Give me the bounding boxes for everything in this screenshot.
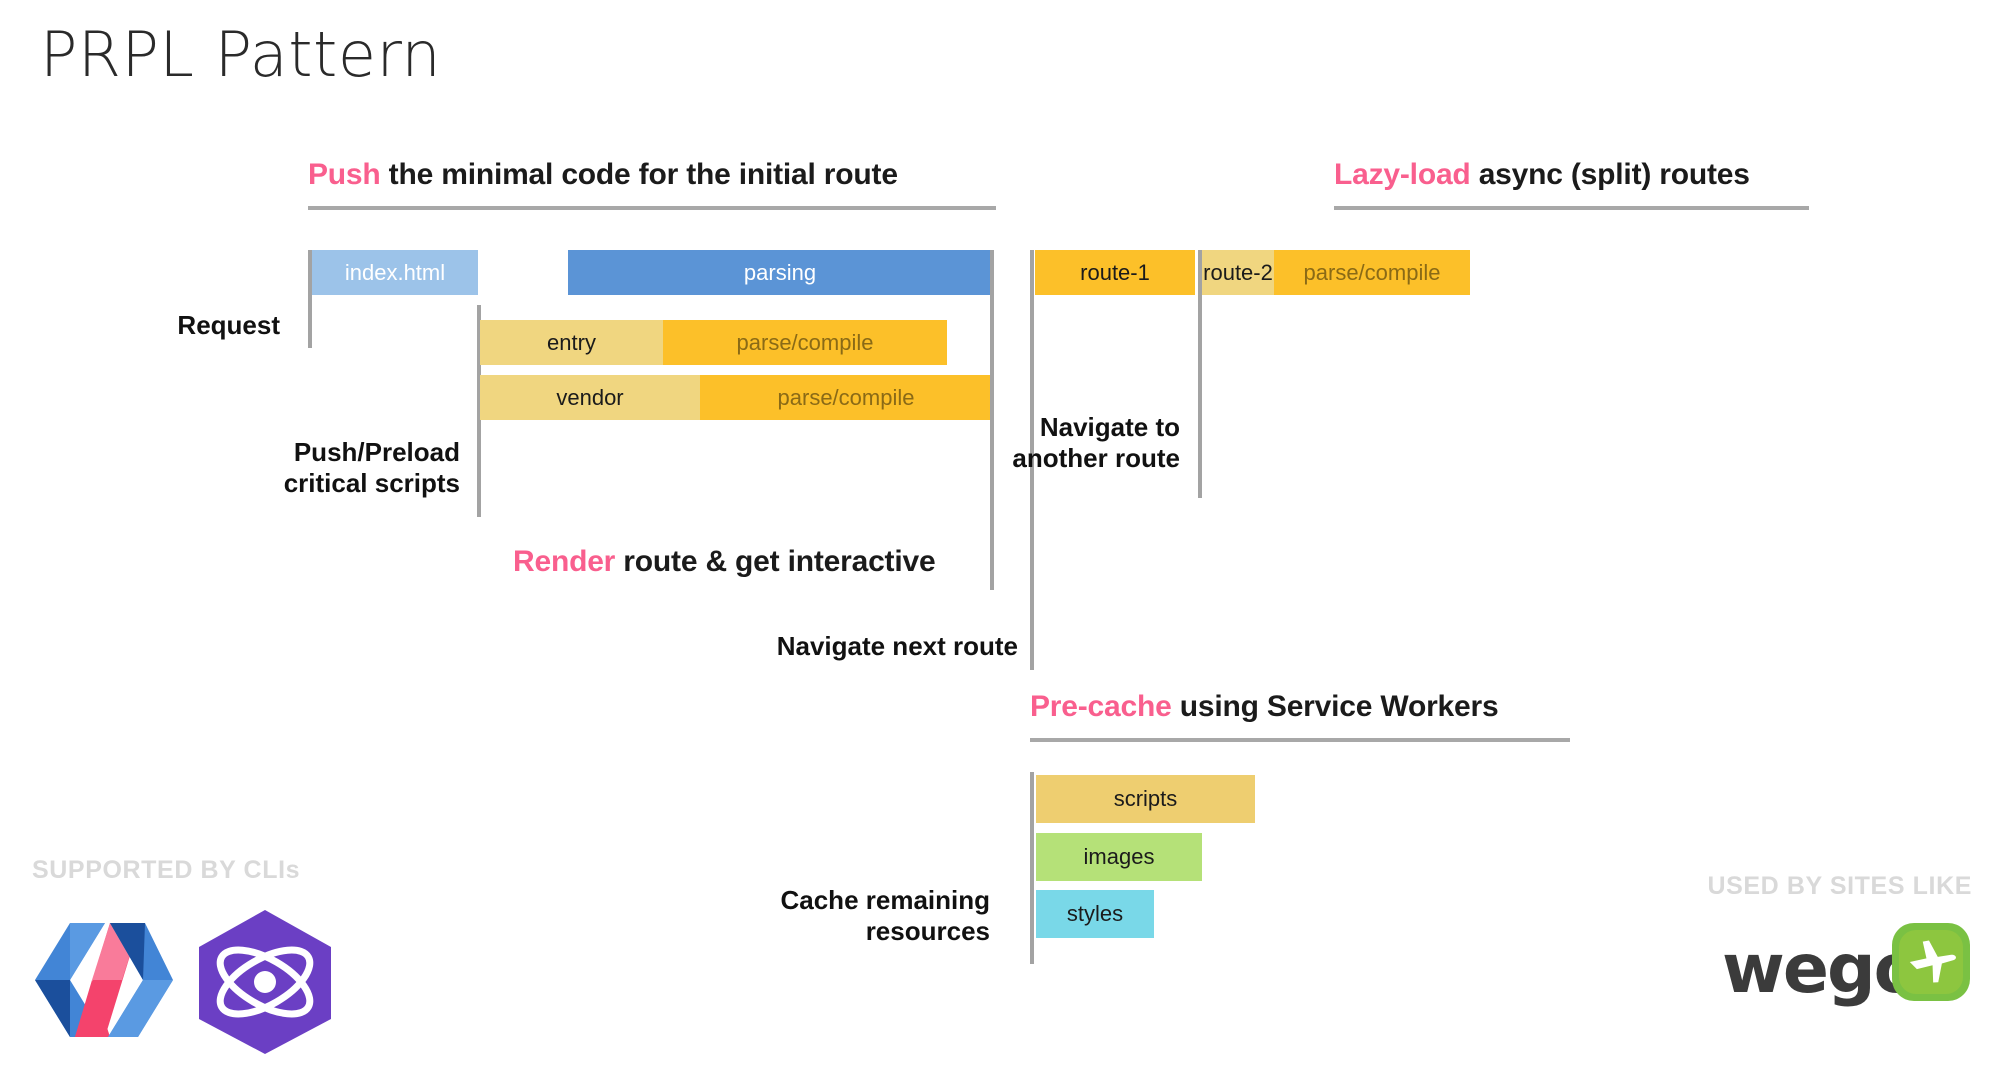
section-heading-push-accent: Push (308, 158, 381, 191)
section-heading-render-rest: route & get interactive (615, 545, 936, 578)
segment-parsing: parsing (568, 250, 992, 295)
guide-line-navigate-another-route (1198, 250, 1202, 498)
segment-scripts: scripts (1036, 775, 1255, 823)
preact-logo-svg (199, 910, 331, 1054)
section-heading-lazy-load-accent: Lazy-load (1334, 158, 1471, 191)
footer-caption-supported-by-clis: SUPPORTED BY CLIs (32, 856, 301, 884)
bar-entry: entry parse/compile (480, 320, 947, 365)
row-label-navigate-another-line2: another route (1012, 442, 1180, 473)
section-heading-render-accent: Render (513, 545, 616, 578)
wego-logo: wego (1722, 923, 1974, 1040)
section-heading-push: Push the minimal code for the initial ro… (308, 158, 898, 192)
bar-parsing: parsing (568, 250, 992, 295)
bar-index-html: index.html (312, 250, 478, 295)
segment-entry-parse-compile: parse/compile (663, 320, 947, 365)
polymer-logo (30, 915, 175, 1045)
row-label-navigate-another-route: Navigate to another route (940, 412, 1180, 473)
row-label-request: Request (177, 310, 280, 340)
guide-line-push-preload (477, 305, 481, 517)
polymer-logo-svg (35, 923, 173, 1037)
bar-vendor: vendor parse/compile (480, 375, 992, 420)
segment-images: images (1036, 833, 1202, 881)
segment-vendor: vendor (480, 375, 700, 420)
bar-images: images (1036, 833, 1202, 881)
section-heading-push-rest: the minimal code for the initial route (380, 158, 898, 191)
bar-route-1: route-1 (1035, 250, 1195, 295)
guide-line-render (990, 250, 994, 590)
row-label-cache-remaining-line1: Cache remaining (780, 885, 990, 915)
segment-entry: entry (480, 320, 663, 365)
bar-styles: styles (1036, 890, 1154, 938)
section-heading-lazy-load-rest: async (split) routes (1470, 158, 1750, 191)
bar-route-2: route-2 parse/compile (1202, 250, 1470, 295)
section-rule-push (308, 206, 996, 210)
row-label-push-preload: Push/Preload critical scripts (150, 437, 460, 498)
segment-route-2: route-2 (1202, 250, 1274, 295)
segment-route-2-parse-compile: parse/compile (1274, 250, 1470, 295)
segment-vendor-parse-compile: parse/compile (700, 375, 992, 420)
section-heading-lazy-load: Lazy-load async (split) routes (1334, 158, 1750, 192)
section-heading-precache: Pre-cache using Service Workers (1030, 690, 1499, 724)
section-rule-lazy-load (1334, 206, 1809, 210)
row-label-push-preload-line1: Push/Preload (293, 437, 460, 467)
bar-scripts: scripts (1036, 775, 1255, 823)
guide-line-request (308, 250, 312, 348)
wego-airplane-badge-icon (1892, 923, 1970, 1001)
row-label-push-preload-line2: critical scripts (283, 467, 460, 498)
preact-logo (195, 908, 335, 1056)
row-label-cache-remaining: Cache remaining resources (680, 885, 990, 946)
footer-caption-used-by-sites-like: USED BY SITES LIKE (1707, 872, 1972, 900)
row-label-cache-remaining-line2: resources (865, 915, 990, 946)
row-label-navigate-another-line1: Navigate to (1039, 412, 1180, 442)
segment-route-1: route-1 (1035, 250, 1195, 295)
wego-wordmark: wego (1722, 930, 1920, 1009)
segment-index-html: index.html (312, 250, 478, 295)
guide-line-navigate-next (1030, 250, 1034, 670)
section-heading-precache-rest: using Service Workers (1171, 690, 1499, 723)
section-heading-precache-accent: Pre-cache (1030, 690, 1172, 723)
row-label-navigate-next-route: Navigate next route (776, 631, 1018, 661)
segment-styles: styles (1036, 890, 1154, 938)
page-title: PRPL Pattern (40, 18, 442, 91)
guide-line-cache-remaining (1030, 772, 1034, 964)
section-rule-precache (1030, 738, 1570, 742)
section-heading-render: Render route & get interactive (513, 545, 936, 579)
